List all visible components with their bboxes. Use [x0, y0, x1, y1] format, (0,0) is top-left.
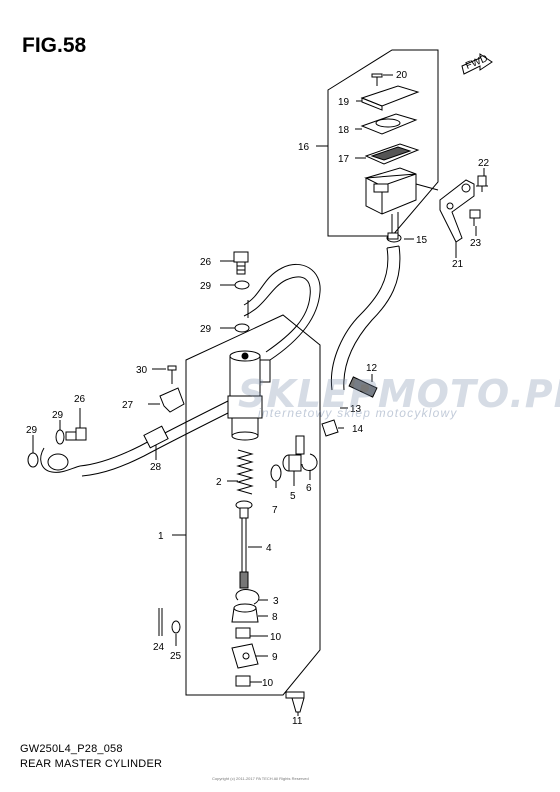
callout-4: 4: [266, 543, 272, 554]
assembly-name: REAR MASTER CYLINDER: [20, 758, 163, 770]
copyright-notice: Copyright (c) 2011-2017 PA TECH All Righ…: [212, 776, 309, 781]
clevis-washer: [171, 620, 181, 634]
callout-19: 19: [338, 97, 350, 108]
callout-3: 3: [273, 596, 279, 607]
bracket-bolt-lower: [469, 209, 481, 236]
callout-7: 7: [272, 505, 278, 516]
hose-guide-screw: [152, 365, 177, 384]
circlip-large: [235, 589, 260, 605]
figure-title: FIG.58: [22, 34, 87, 57]
callout-21: 21: [452, 259, 464, 270]
callout-5: 5: [290, 491, 296, 502]
callout-29d: 29: [26, 425, 38, 436]
push-rod-boot: [231, 603, 268, 623]
union-bolt-top: [220, 251, 249, 275]
lock-nut-lower: [235, 675, 262, 687]
callout-14: 14: [352, 424, 364, 435]
reservoir-diaphragm: [355, 143, 420, 165]
callout-11: 11: [292, 716, 303, 727]
callout-27: 27: [122, 400, 134, 411]
callout-13: 13: [350, 404, 362, 415]
circlip-small: [301, 453, 318, 471]
callout-10b: 10: [262, 678, 274, 689]
lock-nut-upper: [235, 627, 268, 639]
callout-2: 2: [216, 477, 222, 488]
hose-clamp: [386, 232, 414, 243]
callout-1: 1: [158, 531, 164, 542]
callout-29a: 29: [200, 281, 212, 292]
clevis-pin: [285, 691, 305, 716]
washer-lower-a: [55, 429, 65, 445]
callout-24: 24: [153, 642, 165, 653]
callout-9: 9: [272, 652, 278, 663]
fwd-label: FWD: [464, 53, 489, 72]
callout-28: 28: [150, 462, 162, 473]
callout-25: 25: [170, 651, 182, 662]
watermark-tagline: internetowy sklep motocyklowy: [258, 406, 458, 420]
master-cylinder-group-frame: [185, 314, 321, 696]
callout-22: 22: [478, 158, 490, 169]
callout-29b: 29: [200, 324, 212, 335]
master-cylinder-body: [227, 350, 271, 441]
reservoir-group-frame: [327, 49, 439, 237]
hose-sleeve: [143, 425, 169, 449]
o-ring: [270, 464, 282, 482]
brake-hose: [243, 263, 321, 361]
callout-10a: 10: [270, 632, 282, 643]
cotter-pin: [158, 608, 163, 636]
reservoir-hose: [330, 247, 389, 391]
reservoir-screw: [371, 73, 393, 86]
callout-26a: 26: [200, 257, 212, 268]
callout-8: 8: [272, 612, 278, 623]
fwd-arrow-icon: [461, 53, 493, 75]
watermark-brand: SKLEPMOTO.PL: [238, 372, 560, 416]
washer-lower-b: [27, 452, 39, 468]
reservoir-bracket: [439, 179, 475, 258]
reservoir-body: [364, 167, 439, 236]
washer-top-a: [234, 280, 250, 290]
push-rod: [235, 500, 262, 589]
union-bolt-lower: [65, 408, 87, 441]
callout-20: 20: [396, 70, 408, 81]
callout-18: 18: [338, 125, 350, 136]
callout-29c: 29: [52, 410, 64, 421]
bracket-bolt-upper: [476, 168, 488, 192]
cylinder-mounting-bolt: [348, 374, 378, 398]
callout-12: 12: [366, 363, 378, 374]
model-code: GW250L4_P28_058: [20, 743, 123, 755]
hose-connector: [282, 454, 302, 486]
reservoir-plate: [355, 113, 418, 135]
callout-23: 23: [470, 238, 482, 249]
piston-spring: [227, 449, 254, 495]
hose-guide: [148, 387, 185, 413]
hose-clip: [321, 419, 344, 437]
callout-30: 30: [136, 365, 148, 376]
reservoir-cap: [356, 85, 420, 111]
callout-6: 6: [306, 483, 312, 494]
callout-17: 17: [338, 154, 350, 165]
callout-labels: 1 2 3 4 5 6 7 8 9 10 10 11 12 13 14 15 1…: [26, 53, 490, 727]
washer-top-b: [234, 323, 250, 333]
callout-26b: 26: [74, 394, 86, 405]
callout-16: 16: [298, 142, 310, 153]
hose-banjo: [40, 447, 81, 473]
callout-15: 15: [416, 235, 428, 246]
clevis: [231, 643, 268, 669]
